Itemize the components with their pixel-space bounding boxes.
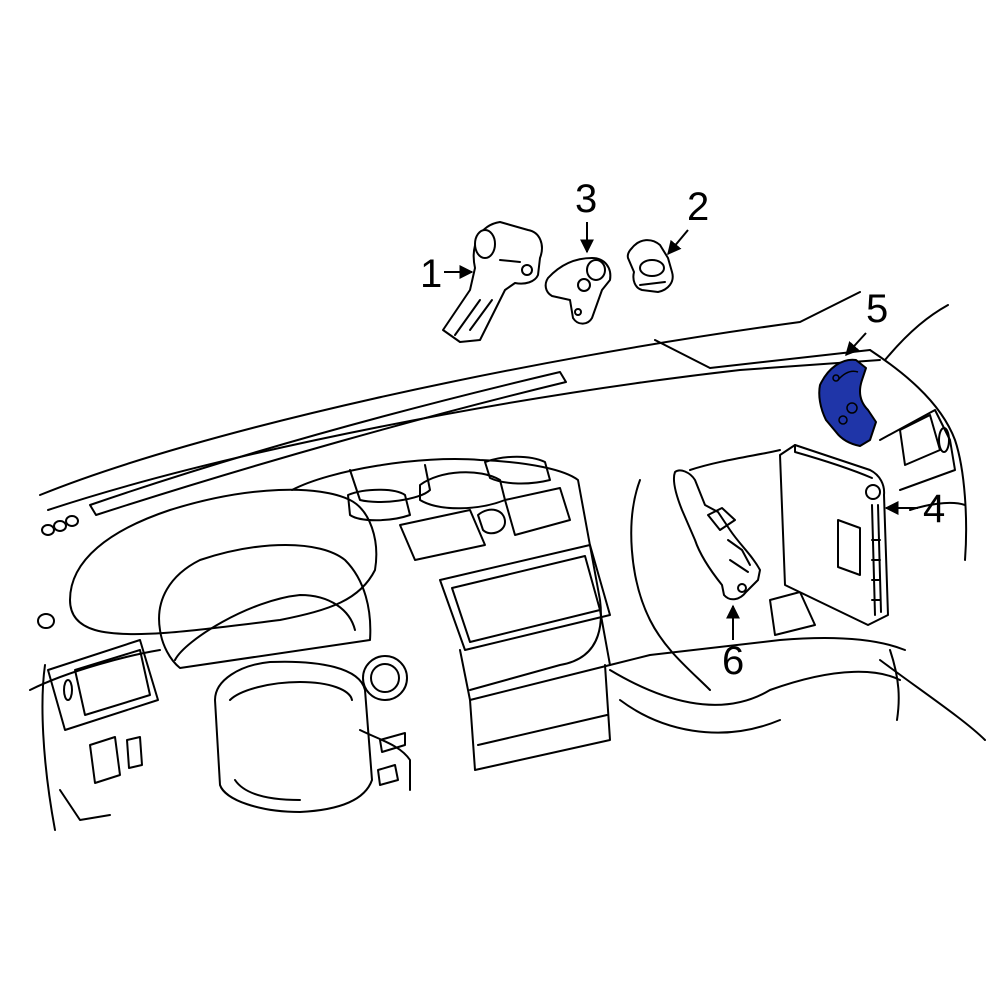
callout-arrows bbox=[444, 222, 918, 640]
callout-5-arrow bbox=[845, 332, 867, 357]
callout-3-label[interactable]: 3 bbox=[575, 177, 597, 221]
dashboard-drawing bbox=[29, 291, 986, 831]
part-3-drawing bbox=[544, 257, 612, 325]
callout-1-label[interactable]: 1 bbox=[420, 252, 442, 296]
part-4-drawing bbox=[779, 444, 889, 626]
callout-4-label[interactable]: 4 bbox=[923, 487, 945, 531]
callout-6-label[interactable]: 6 bbox=[722, 639, 744, 683]
callout-labels: 1 2 3 4 5 6 bbox=[420, 177, 945, 683]
part-1-drawing bbox=[442, 221, 543, 343]
callout-5-label[interactable]: 5 bbox=[866, 287, 888, 331]
callout-2-label[interactable]: 2 bbox=[687, 185, 709, 229]
part-6-drawing bbox=[672, 469, 761, 601]
part-2-drawing bbox=[626, 239, 674, 293]
part-5-highlighted[interactable] bbox=[818, 358, 877, 447]
callout-2-arrow bbox=[667, 229, 689, 256]
